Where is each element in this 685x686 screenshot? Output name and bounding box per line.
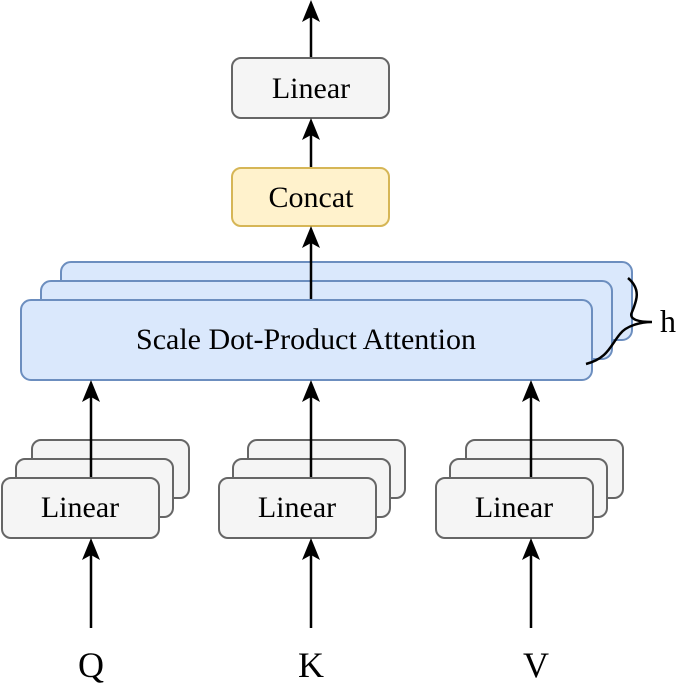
concat-box xyxy=(231,167,390,227)
linear-k-front xyxy=(218,477,377,539)
output-arrowhead xyxy=(302,0,320,22)
input-k-arrowhead xyxy=(302,538,320,560)
linear-v-label: Linear xyxy=(475,491,553,524)
attention-label: Scale Dot-Product Attention xyxy=(136,323,476,356)
concat-to-linear-arrowhead xyxy=(302,118,320,140)
heads-brace xyxy=(585,277,653,366)
attention-to-concat-arrowhead xyxy=(302,226,320,248)
input-k-label: K xyxy=(298,645,324,685)
linear-v-arrowhead xyxy=(522,380,540,402)
top-linear-box xyxy=(231,57,390,119)
linear-k-label: Linear xyxy=(258,491,336,524)
input-q-label: Q xyxy=(78,645,104,685)
concat-label: Concat xyxy=(269,181,355,214)
linear-k-arrowhead xyxy=(302,380,320,402)
input-v-arrowhead xyxy=(522,538,540,560)
linear-v-front xyxy=(435,477,594,539)
attention-box-front xyxy=(20,299,593,381)
top-linear-label: Linear xyxy=(272,72,350,105)
linear-q-front xyxy=(1,477,160,539)
linear-q-label: Linear xyxy=(41,491,119,524)
input-v-label: V xyxy=(523,645,549,685)
linear-q-arrowhead xyxy=(82,380,100,402)
input-q-arrowhead xyxy=(82,538,100,560)
heads-label: h xyxy=(660,303,676,339)
